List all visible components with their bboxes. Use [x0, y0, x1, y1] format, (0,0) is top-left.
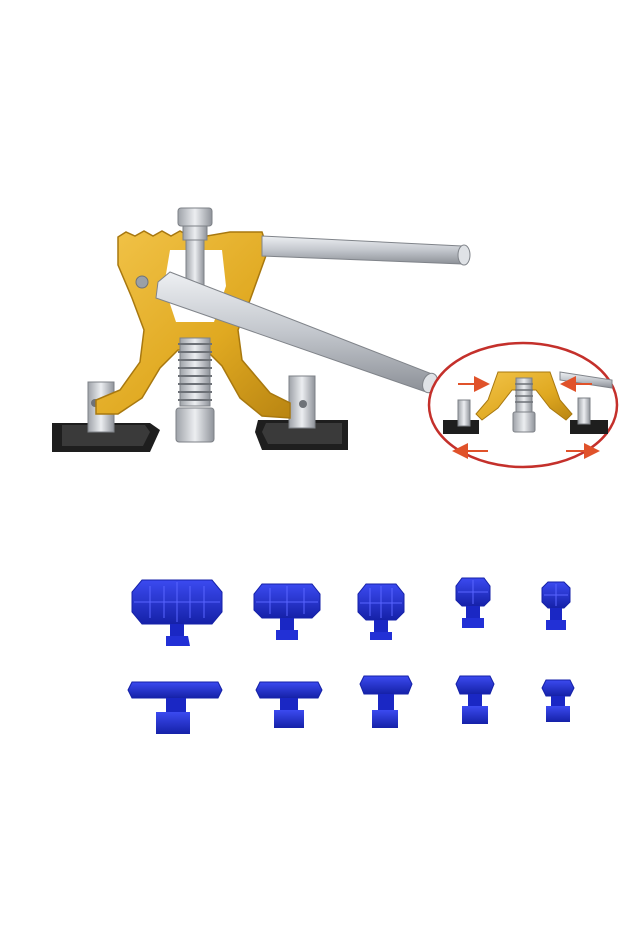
foot-adjustment-inset: [427, 341, 619, 469]
glue-tab-set: [127, 577, 575, 734]
bottom-handle: [155, 271, 438, 394]
glue-tab: [357, 583, 405, 640]
spring-piston: [175, 337, 215, 443]
glue-tab: [253, 583, 321, 640]
screw-knob: [177, 207, 213, 289]
glue-tab: [255, 681, 323, 728]
glue-tab: [541, 679, 575, 722]
left-foot: [52, 381, 160, 452]
glue-tab: [131, 579, 223, 646]
right-foot: [255, 375, 348, 450]
glue-tab: [541, 581, 571, 630]
glue-tab: [455, 577, 491, 628]
top-handle: [261, 235, 471, 266]
glue-tab: [127, 681, 223, 734]
dent-lifter-tool: [52, 207, 471, 452]
glue-tab: [455, 675, 495, 724]
glue-tab: [359, 675, 413, 728]
